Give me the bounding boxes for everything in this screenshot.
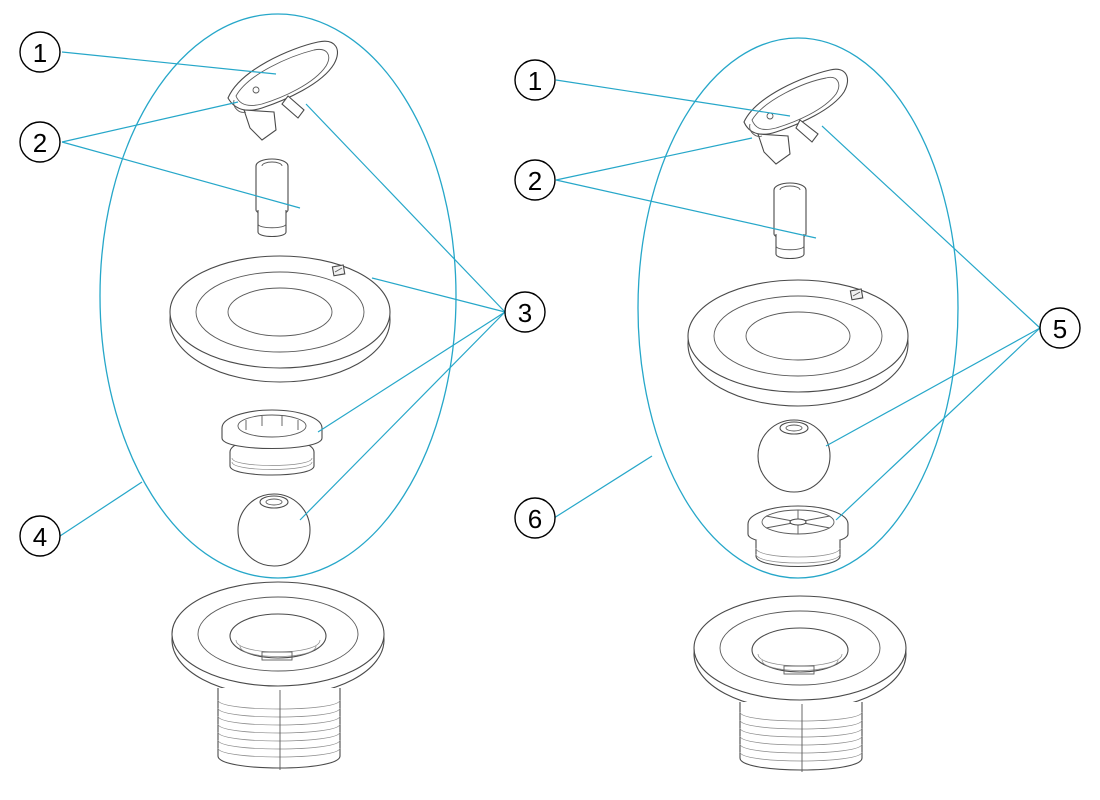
left-leader-1: [61, 51, 277, 75]
left-kit-ellipse: [99, 13, 457, 579]
right-key-handle: [743, 68, 848, 165]
left-leader-3c: [317, 311, 506, 433]
callout-left-3: 3: [504, 291, 546, 333]
callout-left-2: 2: [19, 121, 61, 163]
callout-right-6-label: 6: [528, 504, 542, 534]
right-leader-5a: [821, 125, 1041, 329]
right-leader-2a: [555, 137, 753, 181]
left-leader-4: [59, 481, 143, 537]
callout-left-1-label: 1: [33, 38, 47, 68]
right-ball: [757, 419, 831, 493]
callout-right-1: 1: [514, 59, 556, 101]
right-face-plate: [687, 279, 909, 407]
callout-right-1-label: 1: [528, 66, 542, 96]
right-leader-5c: [835, 327, 1041, 521]
left-leader-3a: [305, 103, 506, 313]
callout-right-5-label: 5: [1053, 314, 1067, 344]
callout-left-1: 1: [19, 31, 61, 73]
right-leader-6: [553, 455, 653, 519]
callout-right-2: 2: [514, 159, 556, 201]
right-leader-5b: [825, 327, 1041, 447]
left-leader-2b: [61, 141, 301, 209]
right-leader-2b: [555, 179, 817, 239]
callout-left-2-label: 2: [33, 128, 47, 158]
callout-right-6: 6: [514, 497, 556, 539]
right-assembly: 1 2 5 6: [514, 37, 1081, 772]
callout-right-2-label: 2: [528, 166, 542, 196]
callout-left-4: 4: [19, 515, 61, 557]
left-wall-fitting: [171, 581, 385, 770]
callout-left-3-label: 3: [518, 298, 532, 328]
right-leader-1: [555, 79, 791, 117]
left-leader-2a: [61, 101, 239, 143]
callout-left-4-label: 4: [33, 522, 47, 552]
right-nozzle-tube: [773, 182, 807, 260]
left-ball: [237, 493, 311, 567]
left-leader-3b: [371, 277, 506, 313]
left-leader-3d: [299, 311, 506, 521]
left-assembly: 1 2 3 4: [19, 13, 546, 770]
right-kit-ellipse: [637, 37, 959, 579]
left-key-handle: [227, 40, 338, 141]
right-wall-fitting: [693, 595, 907, 772]
left-face-plate: [169, 255, 391, 383]
left-retaining-ring: [221, 409, 323, 476]
callout-right-5: 5: [1039, 307, 1081, 349]
right-retaining-ring: [747, 505, 849, 567]
